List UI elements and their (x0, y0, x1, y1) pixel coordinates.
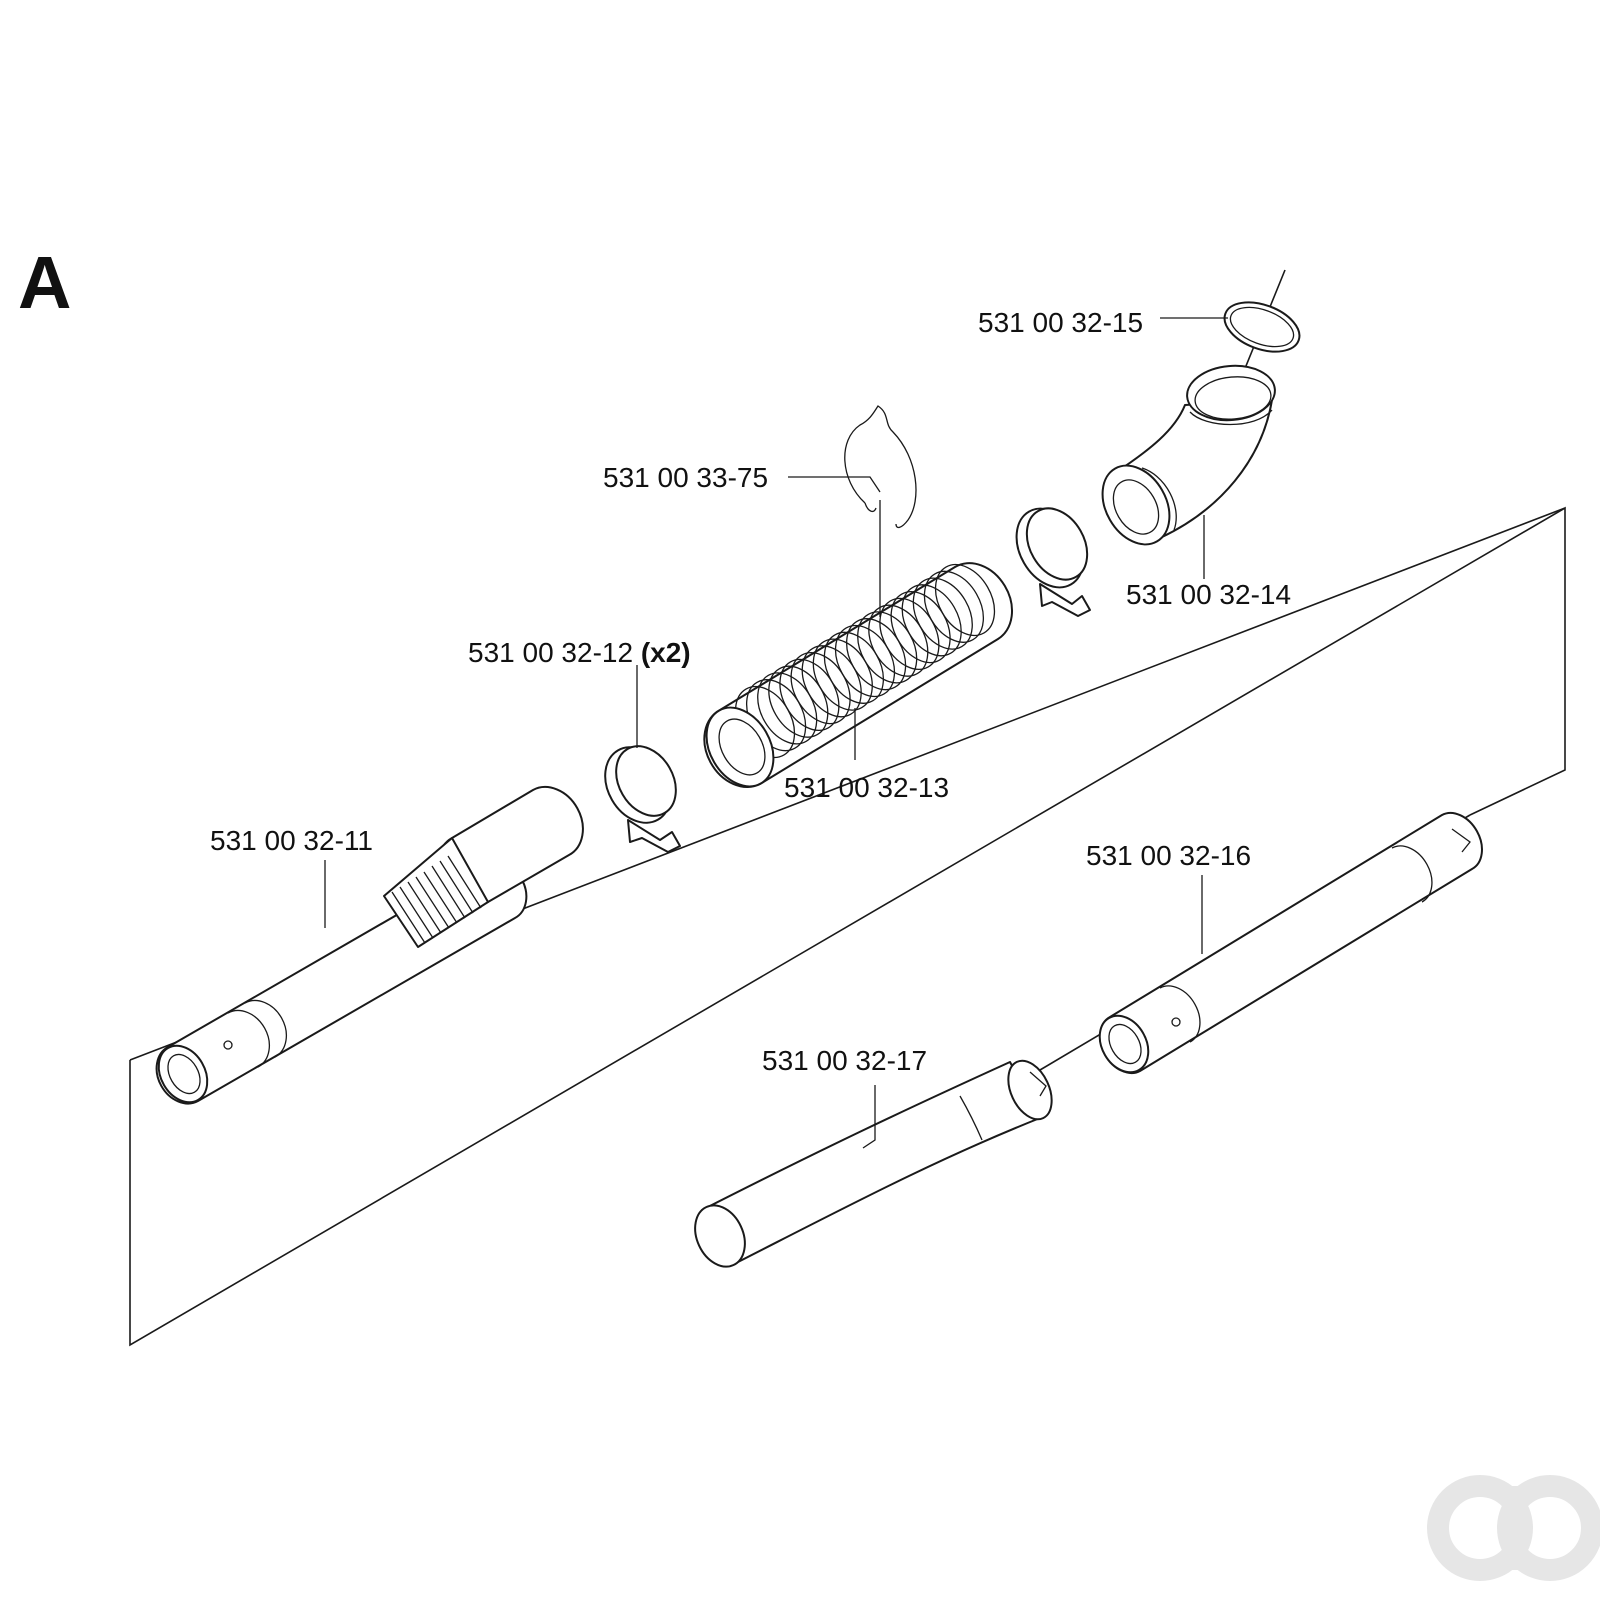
hose-rib (901, 584, 962, 657)
label-part-14: 531 00 32-14 (1126, 579, 1291, 610)
label-part-15: 531 00 32-15 (978, 307, 1143, 338)
leader-lines (324, 317, 1228, 1149)
tube-part-11 (155, 786, 584, 1105)
hose-clamp-part-12-far (1015, 507, 1091, 617)
cable-tie-part-75 (844, 405, 917, 529)
label-part-75: 531 00 33-75 (603, 462, 768, 493)
label-part-12: 531 00 32-12 (x2) (468, 637, 691, 668)
section-label: A (18, 241, 71, 324)
nozzle-part-17 (694, 1059, 1053, 1268)
label-part-13: 531 00 32-13 (784, 772, 949, 803)
o-ring-part-15 (1223, 301, 1301, 353)
tube-part-16 (1098, 812, 1483, 1074)
elbow-part-14 (1101, 364, 1276, 546)
ao-logo-watermark-icon (1427, 1475, 1600, 1581)
label-part-12-qty: (x2) (641, 637, 691, 668)
hose-rib (912, 577, 973, 650)
assembly-axis-frame (129, 506, 1566, 1347)
hose-clamp-part-12-near (604, 745, 681, 853)
label-part-11: 531 00 32-11 (210, 825, 373, 856)
hose-rib (923, 570, 985, 643)
hose-rib (934, 563, 996, 637)
label-part-17: 531 00 32-17 (762, 1045, 927, 1076)
label-part-16: 531 00 32-16 (1086, 840, 1251, 871)
flex-hose-part-13 (703, 562, 1013, 789)
